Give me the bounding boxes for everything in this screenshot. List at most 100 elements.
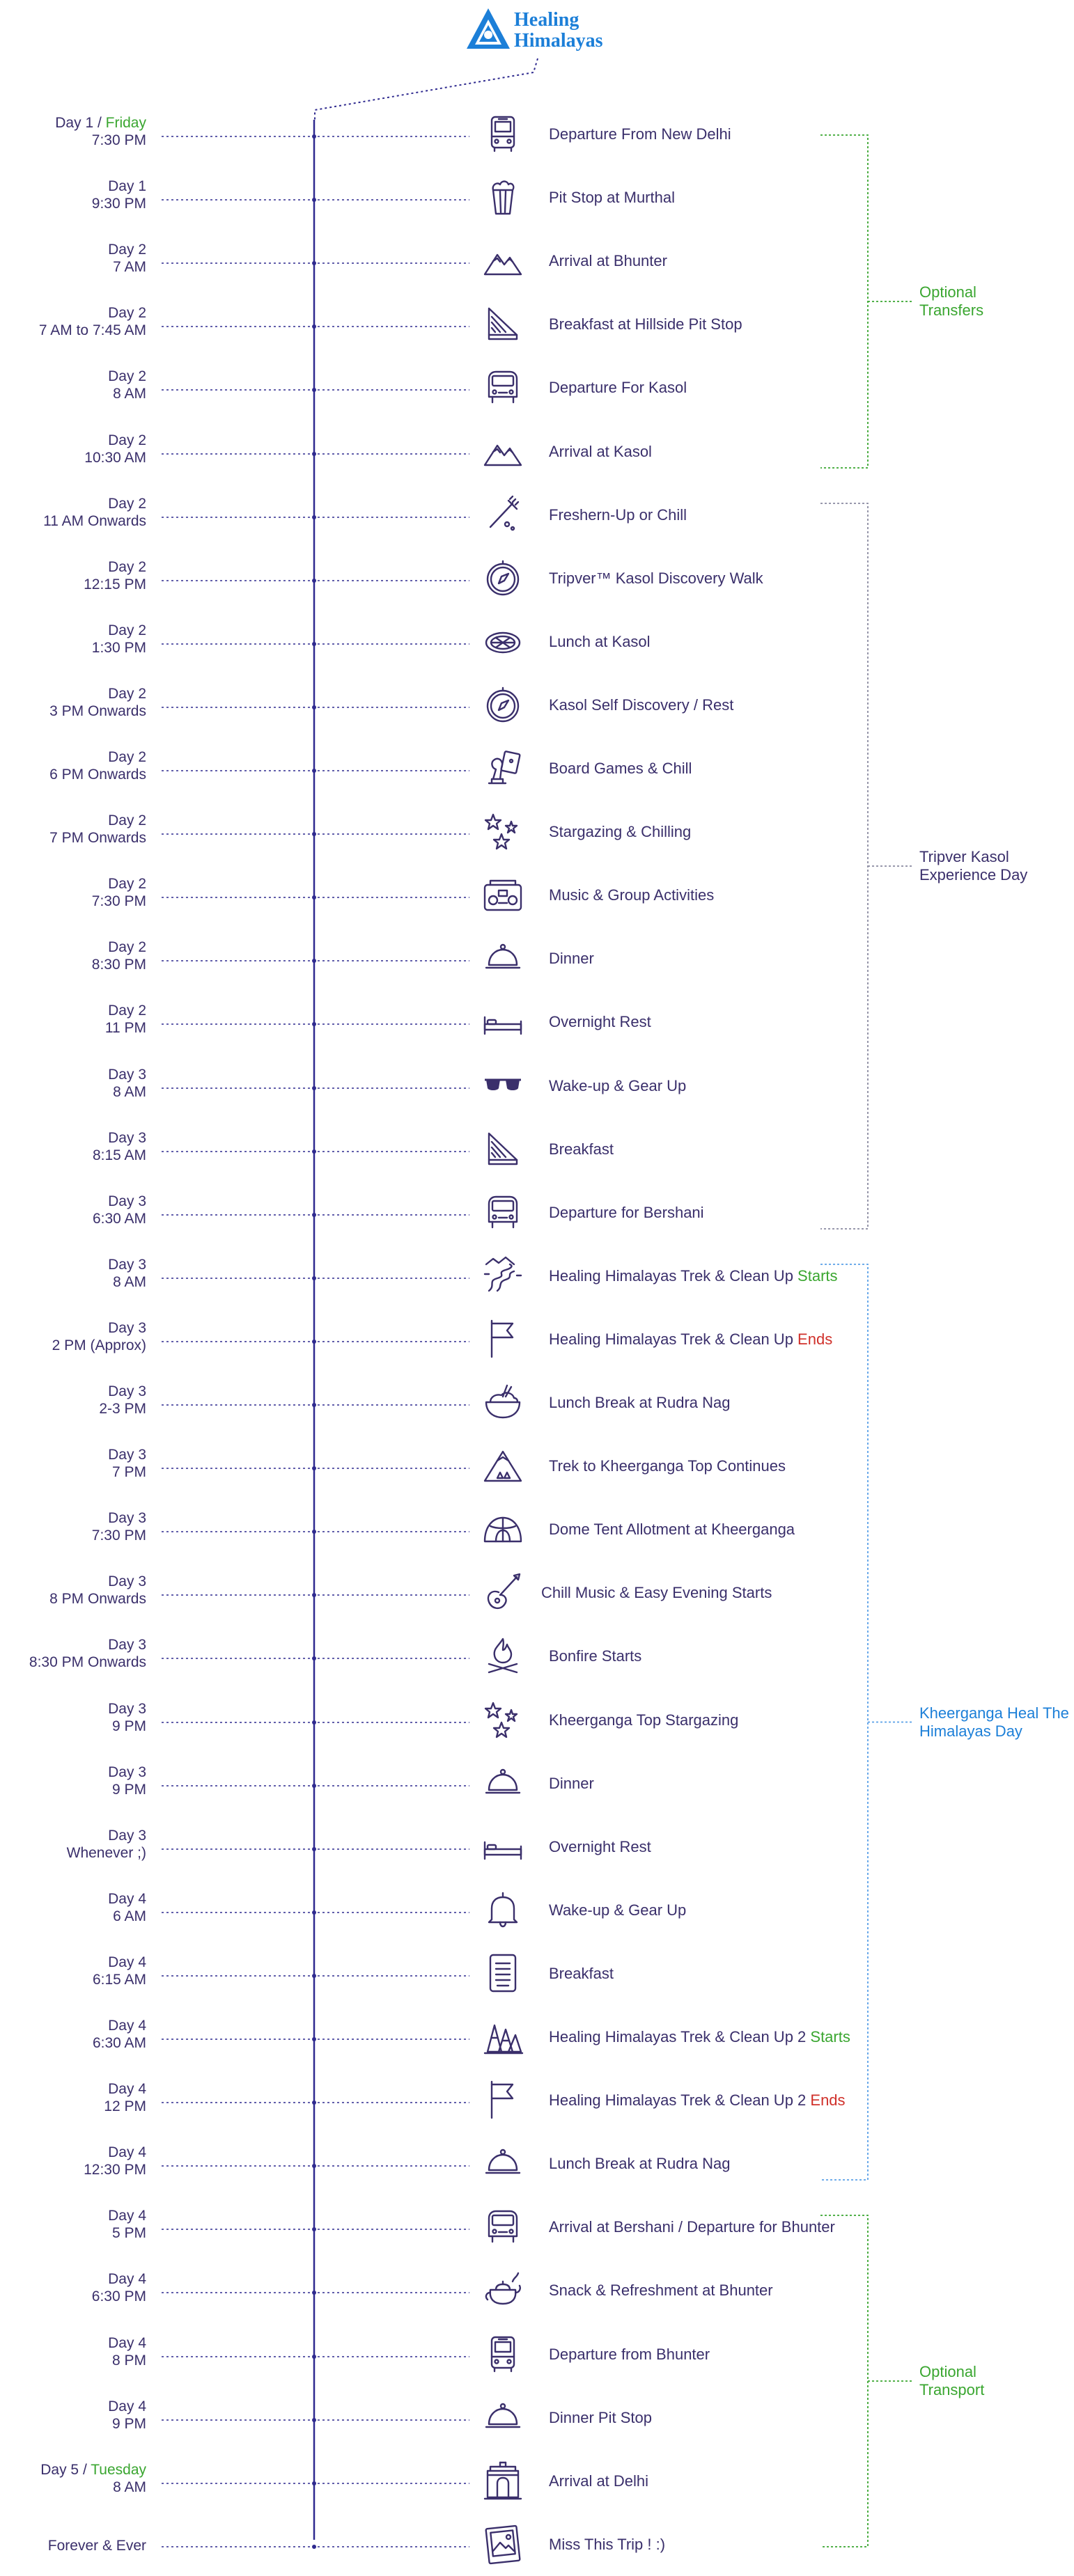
row-day: Day 3 bbox=[108, 1256, 146, 1273]
cloche-icon bbox=[482, 937, 524, 979]
row-label-text: Miss This Trip ! :) bbox=[549, 2536, 666, 2553]
bell-icon bbox=[482, 1889, 524, 1931]
day-text: Day 2 bbox=[108, 686, 146, 702]
day-text: Day 2 bbox=[108, 305, 146, 321]
day-text: Day 3 bbox=[108, 1257, 146, 1273]
row-label-text: Wake-up & Gear Up bbox=[549, 1077, 687, 1094]
weekday-highlight: Friday bbox=[105, 115, 146, 131]
board-games-icon bbox=[482, 747, 524, 789]
row-clock: 7:30 PM bbox=[91, 1527, 146, 1544]
bus-icon bbox=[482, 113, 524, 155]
row-day: Day 2 bbox=[108, 368, 146, 385]
row-clock: 11 PM bbox=[104, 1020, 146, 1036]
row-label: Lunch Break at Rudra Nag bbox=[549, 1394, 731, 1412]
logo-line-1: Healing bbox=[514, 9, 579, 31]
row-label-text: Trek to Kheerganga Top Continues bbox=[549, 1457, 786, 1475]
day-text: Day 2 bbox=[108, 368, 146, 384]
row-day: Day 4 bbox=[92, 2270, 146, 2288]
flag-icon bbox=[482, 1318, 524, 1360]
row-label-text: Overnight Rest bbox=[549, 1013, 651, 1030]
row-day: Day 2 bbox=[92, 622, 146, 639]
row-day: Day 3 bbox=[92, 1509, 146, 1527]
day-text: Day 1 bbox=[55, 115, 94, 131]
row-label: Dinner bbox=[549, 1775, 594, 1793]
row-day: Day 3 bbox=[49, 1573, 146, 1590]
row-label: Miss This Trip ! :) bbox=[549, 2536, 665, 2554]
row-clock: 8 AM bbox=[113, 1084, 146, 1100]
row-label-text: Chill Music & Easy Evening Starts bbox=[541, 1584, 772, 1601]
row-day: Day 2 bbox=[105, 1002, 146, 1019]
starts-badge: Starts bbox=[810, 2028, 850, 2045]
row-clock: 2 PM (Approx) bbox=[52, 1337, 146, 1353]
row-day: Day 4 bbox=[93, 2017, 146, 2034]
day-text: Day 4 bbox=[108, 1954, 146, 1970]
row-day: Day 2 bbox=[84, 432, 146, 449]
row-day: Day 3 bbox=[108, 1066, 146, 1083]
day-text: Day 4 bbox=[108, 2018, 146, 2034]
row-clock: 8:30 PM bbox=[91, 957, 146, 973]
mountains-icon bbox=[482, 239, 524, 281]
row-label-text: Board Games & Chill bbox=[549, 760, 692, 777]
bowl-icon bbox=[482, 1381, 524, 1423]
group-label-line-1: Optional bbox=[919, 283, 976, 301]
row-day: Day 4 bbox=[108, 1890, 146, 1908]
toothbrush-icon bbox=[482, 494, 524, 535]
row-label: Departure for Bershani bbox=[549, 1204, 704, 1222]
day-text: Day 2 bbox=[108, 242, 146, 258]
row-clock: 8:15 AM bbox=[92, 1147, 146, 1163]
row-clock: 7 AM to 7:45 AM bbox=[38, 322, 146, 338]
row-day: Day 3 bbox=[93, 1129, 146, 1147]
row-clock: 5 PM bbox=[111, 2225, 146, 2241]
logo-triangle-icon bbox=[467, 8, 510, 49]
row-label-text: Lunch Break at Rudra Nag bbox=[549, 2155, 731, 2172]
row-day: Day 2 bbox=[49, 812, 146, 829]
photo-icon bbox=[482, 2523, 524, 2565]
row-label: Healing Himalayas Trek & Clean Up 2 Ends bbox=[549, 2091, 846, 2110]
bed-icon bbox=[482, 1825, 524, 1867]
row-day: Day 3 bbox=[29, 1636, 146, 1654]
day-text: Day 3 bbox=[108, 1067, 146, 1083]
row-label-text: Overnight Rest bbox=[549, 1838, 651, 1855]
row-label: Snack & Refreshment at Bhunter bbox=[549, 2282, 773, 2300]
dome-tent-icon bbox=[482, 1508, 524, 1550]
row-label: Pit Stop at Murthal bbox=[549, 189, 675, 207]
row-label-text: Bonfire Starts bbox=[549, 1647, 642, 1665]
compass-icon bbox=[482, 684, 524, 725]
group-label-line-2: Himalayas Day bbox=[919, 1722, 1022, 1740]
row-clock: 7:30 PM bbox=[91, 893, 146, 909]
row-clock: 8:30 PM Onwards bbox=[29, 1654, 146, 1670]
row-label-text: Departure for Bershani bbox=[549, 1204, 704, 1221]
row-label: Dinner Pit Stop bbox=[549, 2409, 652, 2427]
ends-badge: Ends bbox=[797, 1330, 833, 1348]
van-icon bbox=[482, 1191, 524, 1233]
row-label-text: Departure from Bhunter bbox=[549, 2346, 710, 2363]
row-day: Day 1 bbox=[92, 178, 146, 195]
